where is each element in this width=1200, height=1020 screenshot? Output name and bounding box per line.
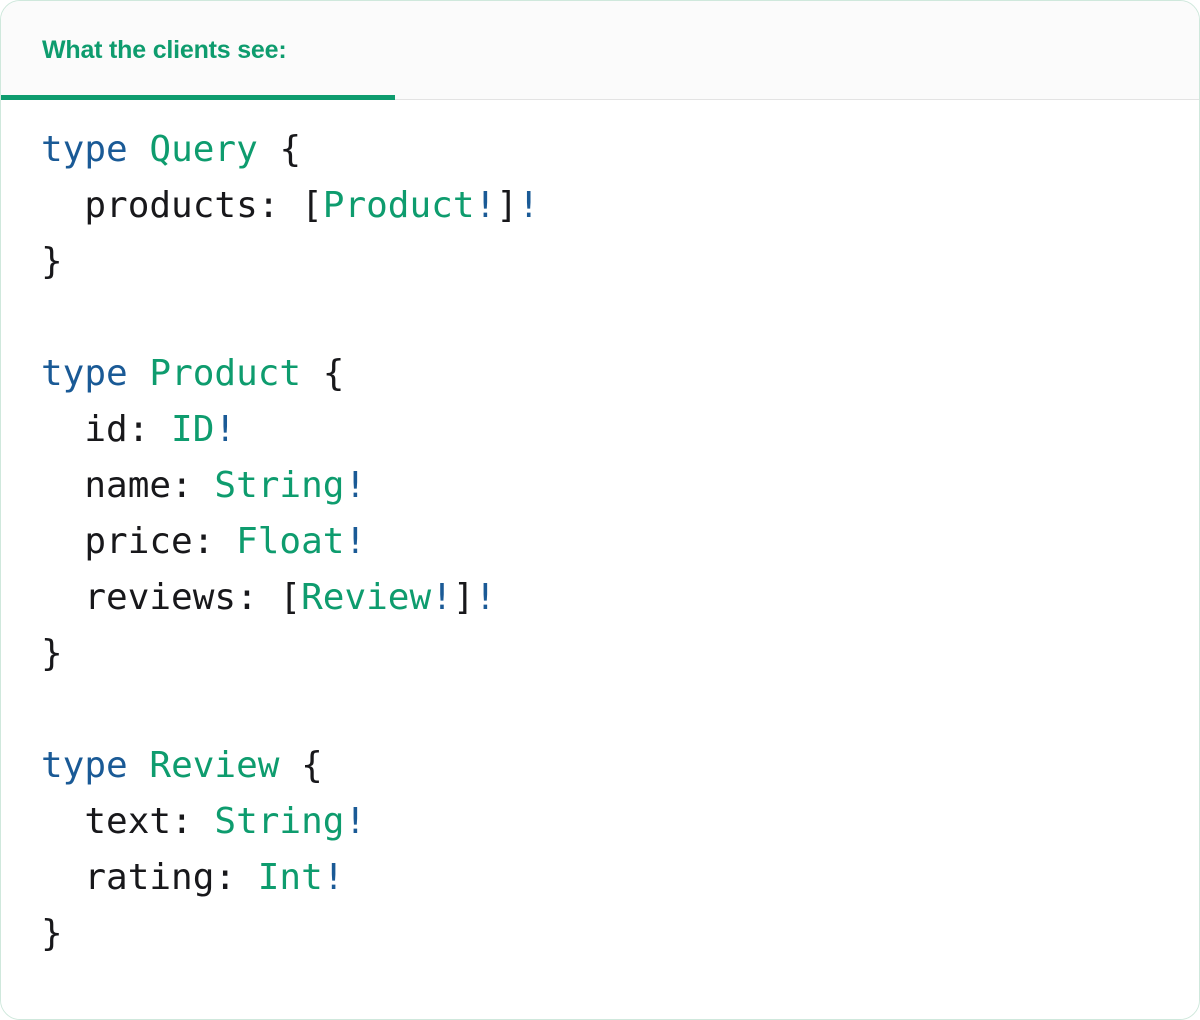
code-token-punct — [128, 353, 150, 394]
code-token-punct: } — [41, 913, 63, 954]
code-token-type: Int — [257, 857, 323, 898]
code-token-bang: ! — [344, 465, 367, 506]
code-line: } — [41, 906, 1199, 962]
code-line — [41, 290, 1199, 346]
code-token-punct: { — [322, 353, 345, 394]
code-token-field: rating: — [41, 857, 258, 898]
code-token-bang: ! — [322, 857, 345, 898]
code-token-type: Review — [301, 577, 432, 618]
code-token-punct: [ — [279, 577, 302, 618]
code-token-bang: ! — [344, 521, 367, 562]
code-token-field: reviews: — [41, 577, 280, 618]
code-token-bang: ! — [431, 577, 453, 618]
code-token-kw: type — [41, 129, 128, 170]
code-token-field: products: — [41, 185, 302, 226]
code-token-type: Product — [322, 185, 475, 226]
code-token-bang: ! — [517, 185, 540, 226]
code-token-punct: ] — [496, 185, 518, 226]
code-token-bang: ! — [344, 801, 367, 842]
code-line: name: String! — [41, 458, 1199, 514]
code-token-type: Float — [236, 521, 345, 562]
code-line: rating: Int! — [41, 850, 1199, 906]
code-panel: type Query { products: [Product!]!} type… — [1, 100, 1199, 1019]
code-token-punct: } — [41, 633, 63, 674]
code-line: type Review { — [41, 738, 1199, 794]
code-token-kw: type — [41, 745, 128, 786]
code-line: type Product { — [41, 346, 1199, 402]
code-line: text: String! — [41, 794, 1199, 850]
code-token-punct — [258, 129, 280, 170]
code-token-field: text: — [41, 801, 215, 842]
code-token-punct — [301, 353, 323, 394]
code-token-punct: ] — [452, 577, 475, 618]
code-token-bang: ! — [214, 409, 237, 450]
code-line: } — [41, 234, 1199, 290]
code-token-kw: type — [41, 353, 128, 394]
code-token-field: id: — [41, 409, 172, 450]
code-token-field: price: — [41, 521, 237, 562]
code-token-punct: [ — [301, 185, 323, 226]
tab-strip: What the clients see: — [1, 1, 1199, 100]
code-token-bang: ! — [474, 185, 497, 226]
code-line: } — [41, 626, 1199, 682]
code-line: id: ID! — [41, 402, 1199, 458]
code-line: type Query { — [41, 122, 1199, 178]
code-token-type: Query — [149, 129, 258, 170]
code-token-punct: } — [41, 241, 63, 282]
code-token-type: Review — [149, 745, 280, 786]
code-line: products: [Product!]! — [41, 178, 1199, 234]
code-token-punct: { — [301, 745, 323, 786]
tab-what-the-clients-see[interactable]: What the clients see: — [1, 1, 326, 99]
code-line: reviews: [Review!]! — [41, 570, 1199, 626]
active-tab-underline — [1, 95, 395, 100]
tab-label: What the clients see: — [42, 35, 287, 64]
code-token-punct — [128, 745, 150, 786]
code-token-type: String — [214, 801, 345, 842]
code-token-punct: { — [279, 129, 302, 170]
code-line: price: Float! — [41, 514, 1199, 570]
code-token-type: Product — [149, 353, 302, 394]
code-token-punct — [128, 129, 150, 170]
code-token-punct — [279, 745, 301, 786]
code-line — [41, 682, 1199, 738]
code-token-bang: ! — [474, 577, 497, 618]
code-token-type: String — [214, 465, 345, 506]
code-token-type: ID — [171, 409, 215, 450]
code-token-field: name: — [41, 465, 215, 506]
graphql-schema-code: type Query { products: [Product!]!} type… — [1, 122, 1199, 962]
